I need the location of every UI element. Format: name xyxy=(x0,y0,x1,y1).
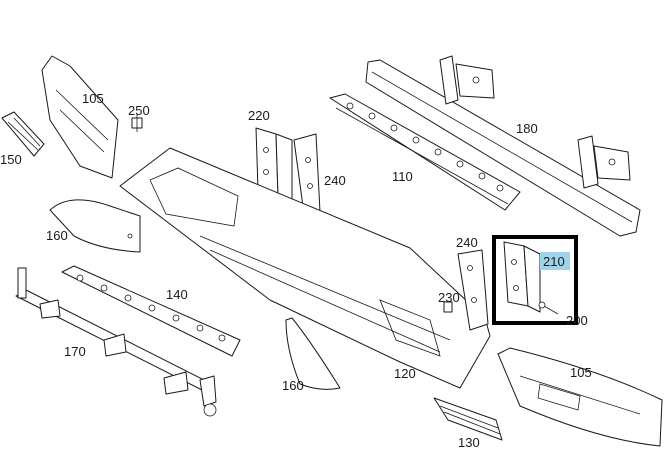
part-250-clip[interactable] xyxy=(131,114,143,132)
label-140[interactable]: 140 xyxy=(166,287,188,302)
label-110[interactable]: 110 xyxy=(392,169,413,184)
label-160-lower[interactable]: 160 xyxy=(282,378,304,393)
label-150[interactable]: 150 xyxy=(0,152,22,167)
part-105-right-corner[interactable] xyxy=(497,347,663,447)
label-220[interactable]: 220 xyxy=(248,108,270,123)
part-160-left-panel[interactable] xyxy=(49,199,141,253)
label-130[interactable]: 130 xyxy=(458,435,480,450)
part-240-lower-bracket[interactable] xyxy=(457,249,489,331)
part-130-lower-grille[interactable] xyxy=(433,397,503,441)
part-200-screw[interactable] xyxy=(538,301,559,315)
label-240-upper[interactable]: 240 xyxy=(324,173,346,188)
label-105-right[interactable]: 105 xyxy=(570,365,592,380)
label-180[interactable]: 180 xyxy=(516,121,538,136)
part-150-left-grille[interactable] xyxy=(1,111,45,157)
part-180-cross-member[interactable] xyxy=(365,55,641,237)
label-240-lower[interactable]: 240 xyxy=(456,235,478,250)
label-200[interactable]: 200 xyxy=(566,313,588,328)
label-210[interactable]: 210 xyxy=(543,254,565,269)
part-110-step-plate[interactable] xyxy=(329,93,521,211)
part-140-step-plate[interactable] xyxy=(61,265,241,357)
label-170[interactable]: 170 xyxy=(64,344,86,359)
part-120-bumper[interactable] xyxy=(119,147,491,389)
part-230-clip[interactable] xyxy=(443,301,453,313)
part-105-left-corner[interactable] xyxy=(41,55,119,179)
label-210-highlight xyxy=(540,252,570,270)
label-250[interactable]: 250 xyxy=(128,103,150,118)
part-210-bracket[interactable] xyxy=(503,241,541,313)
label-120[interactable]: 120 xyxy=(394,366,416,381)
part-170-step-frame[interactable] xyxy=(15,267,217,417)
selection-box xyxy=(492,235,578,325)
part-160-lower-panel[interactable] xyxy=(285,317,341,390)
label-160-left[interactable]: 160 xyxy=(46,228,68,243)
label-230[interactable]: 230 xyxy=(438,290,460,305)
label-105-left[interactable]: 105 xyxy=(82,91,104,106)
